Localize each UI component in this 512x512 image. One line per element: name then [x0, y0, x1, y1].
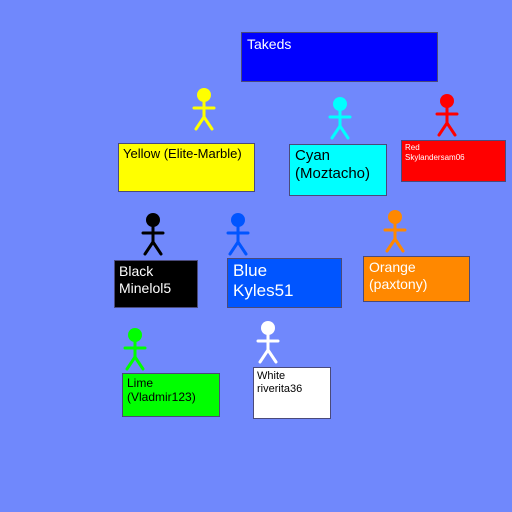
lime-stick-figure-icon — [121, 326, 149, 372]
lime-player-color: Lime — [127, 376, 154, 390]
white-player-label: White riverita36 — [253, 367, 331, 419]
title-box: Takeds — [241, 32, 438, 82]
black-player-color: Black — [119, 263, 154, 279]
blue-player-color: Blue — [233, 261, 268, 280]
red-player-label: Red Skylandersam06 — [401, 140, 506, 182]
title-text: Takeds — [247, 36, 292, 52]
white-player-name: riverita36 — [257, 383, 303, 396]
yellow-player-name: Yellow (Elite-Marble) — [123, 146, 242, 161]
yellow-player-label: Yellow (Elite-Marble) — [118, 143, 255, 192]
red-player-color: Red — [405, 143, 420, 152]
orange-player-label: Orange (paxtony) — [363, 256, 470, 302]
red-stick-figure-icon — [433, 92, 461, 138]
yellow-stick-figure-icon — [190, 86, 218, 132]
white-stick-figure-icon — [254, 319, 282, 365]
white-player-color: White — [257, 370, 286, 382]
cyan-stick-figure-icon — [326, 95, 354, 141]
cyan-player-color: Cyan — [295, 147, 331, 164]
orange-player-name: (paxtony) — [369, 275, 428, 292]
black-stick-figure-icon — [139, 211, 167, 257]
blue-stick-figure-icon — [224, 211, 252, 257]
blue-player-label: Blue Kyles51 — [227, 258, 342, 308]
cyan-player-name: (Moztacho) — [295, 165, 371, 182]
cyan-player-label: Cyan (Moztacho) — [289, 144, 387, 196]
blue-player-name: Kyles51 — [233, 281, 294, 301]
orange-stick-figure-icon — [381, 208, 409, 254]
red-player-name: Skylandersam06 — [405, 152, 465, 162]
lime-player-name: (Vladmir123) — [127, 390, 196, 405]
black-player-name: Minelol5 — [119, 279, 172, 296]
lime-player-label: Lime (Vladmir123) — [122, 373, 220, 417]
black-player-label: Black Minelol5 — [114, 260, 198, 308]
orange-player-color: Orange — [369, 259, 416, 275]
